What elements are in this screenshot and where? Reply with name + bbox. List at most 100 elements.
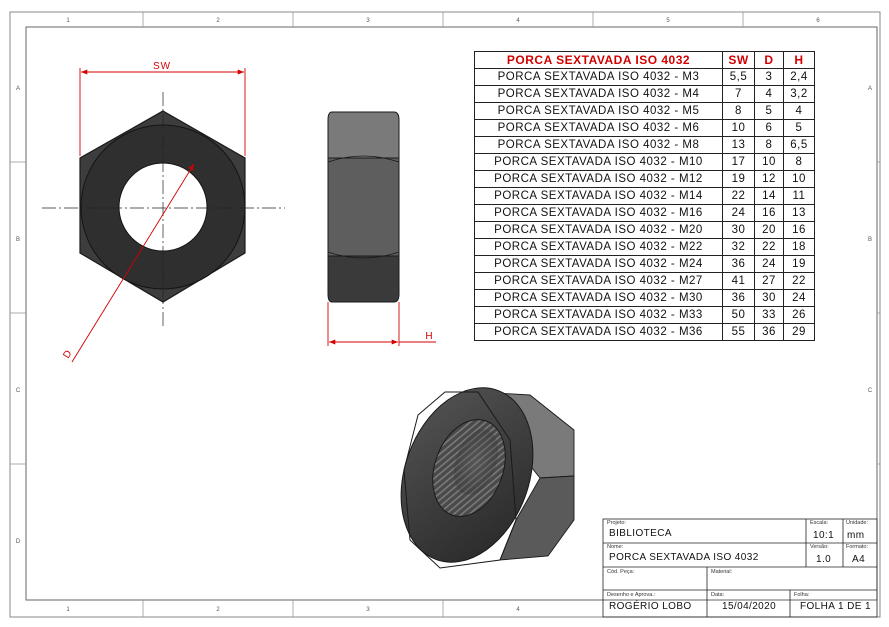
table-cell-d: 36 (754, 323, 784, 341)
table-cell-name: PORCA SEXTAVADA ISO 4032 - M4 (474, 85, 723, 103)
zone-label-top-4: 4 (516, 18, 520, 24)
table-cell-sw: 7 (722, 85, 755, 103)
zone-label-top-2: 2 (216, 18, 220, 24)
tb-projeto-value: BIBLIOTECA (609, 528, 672, 539)
table-cell-name: PORCA SEXTAVADA ISO 4032 - M22 (474, 238, 723, 256)
table-cell-name: PORCA SEXTAVADA ISO 4032 - M12 (474, 170, 723, 188)
zone-label-right-c: C (868, 388, 873, 394)
zone-label-top-6: 6 (816, 18, 820, 24)
nut-spec-table: PORCA SEXTAVADA ISO 4032 SW D H PORCA SE… (474, 51, 815, 341)
table-cell-d: 16 (754, 204, 784, 222)
table-cell-d: 6 (754, 119, 784, 137)
tb-unidade-label: Unidade: (846, 520, 869, 526)
zone-label-bottom-4: 4 (516, 607, 520, 613)
inner-border (25, 26, 878, 601)
tb-unidade-value: mm (847, 530, 865, 541)
table-cell-h: 4 (783, 102, 815, 120)
tb-folha-label: Folha: (794, 592, 810, 598)
table-title: PORCA SEXTAVADA ISO 4032 (474, 51, 723, 69)
table-cell-d: 24 (754, 255, 784, 273)
table-cell-d: 3 (754, 68, 784, 86)
table-cell-d: 27 (754, 272, 784, 290)
table-cell-sw: 41 (722, 272, 755, 290)
tb-nome-label: Nome: (607, 544, 624, 550)
side-top-face (327, 111, 400, 159)
zone-label-bottom-2: 2 (216, 607, 220, 613)
title-block (602, 518, 878, 618)
table-cell-h: 11 (783, 187, 815, 205)
zone-label-left-b: B (16, 237, 20, 243)
side-middle-face (327, 157, 400, 257)
table-cell-h: 22 (783, 272, 815, 290)
table-cell-d: 20 (754, 221, 784, 239)
table-cell-sw: 32 (722, 238, 755, 256)
iso-hex-outline (403, 391, 517, 569)
table-cell-sw: 5,5 (722, 68, 755, 86)
table-cell-h: 18 (783, 238, 815, 256)
table-cell-name: PORCA SEXTAVADA ISO 4032 - M14 (474, 187, 723, 205)
tb-desenho-value: ROGÉRIO LOBO (609, 601, 692, 612)
table-cell-h: 19 (783, 255, 815, 273)
table-cell-name: PORCA SEXTAVADA ISO 4032 - M8 (474, 136, 723, 154)
table-cell-h: 29 (783, 323, 815, 341)
zone-label-bottom-1: 1 (66, 607, 70, 613)
side-bottom-face (327, 255, 400, 303)
zone-label-top-5: 5 (666, 18, 670, 24)
table-cell-h: 6,5 (783, 136, 815, 154)
table-cell-h: 16 (783, 221, 815, 239)
table-cell-name: PORCA SEXTAVADA ISO 4032 - M5 (474, 102, 723, 120)
zone-label-left-d: D (16, 539, 21, 545)
zone-ticks-right (877, 161, 880, 465)
iso-bore-shade (453, 429, 499, 495)
tb-formato-value: A4 (852, 554, 866, 565)
zone-ticks-top (142, 12, 744, 27)
side-chamfer-bottom (327, 251, 400, 259)
table-cell-name: PORCA SEXTAVADA ISO 4032 - M36 (474, 323, 723, 341)
table-cell-name: PORCA SEXTAVADA ISO 4032 - M10 (474, 153, 723, 171)
table-cell-name: PORCA SEXTAVADA ISO 4032 - M6 (474, 119, 723, 137)
zone-ticks-left (10, 161, 26, 465)
tb-material-label: Material: (711, 569, 733, 575)
tb-desenho-label: Desenho e Aprova.: (607, 592, 656, 598)
tb-cod-label: Cód. Peça: (607, 569, 635, 575)
table-cell-sw: 30 (722, 221, 755, 239)
table-header-d: D (754, 51, 784, 69)
table-cell-sw: 55 (722, 323, 755, 341)
table-header-row: PORCA SEXTAVADA ISO 4032 SW D H (474, 51, 815, 69)
table-cell-name: PORCA SEXTAVADA ISO 4032 - M20 (474, 221, 723, 239)
table-cell-h: 10 (783, 170, 815, 188)
tb-formato-label: Formato: (846, 544, 869, 550)
h-dimension (327, 302, 436, 346)
front-view: SW D (42, 61, 285, 363)
table-cell-h: 13 (783, 204, 815, 222)
tb-data-value: 15/04/2020 (722, 601, 777, 612)
zone-label-right-a: A (868, 86, 872, 92)
table-cell-sw: 22 (722, 187, 755, 205)
tb-versao-label: Versão: (810, 544, 829, 550)
table-cell-h: 8 (783, 153, 815, 171)
tb-versao-value: 1.0 (816, 554, 832, 565)
zone-ticks-bottom (142, 600, 444, 617)
table-cell-name: PORCA SEXTAVADA ISO 4032 - M16 (474, 204, 723, 222)
outer-border (9, 11, 881, 618)
front-centerlines (42, 92, 285, 328)
table-cell-sw: 13 (722, 136, 755, 154)
tb-nome-value: PORCA SEXTAVADA ISO 4032 (609, 552, 759, 563)
tb-projeto-label: Projeto: (607, 520, 626, 526)
table-cell-sw: 24 (722, 204, 755, 222)
table-cell-name: PORCA SEXTAVADA ISO 4032 - M27 (474, 272, 723, 290)
zone-label-bottom-3: 3 (366, 607, 370, 613)
zone-label-right-b: B (868, 237, 872, 243)
